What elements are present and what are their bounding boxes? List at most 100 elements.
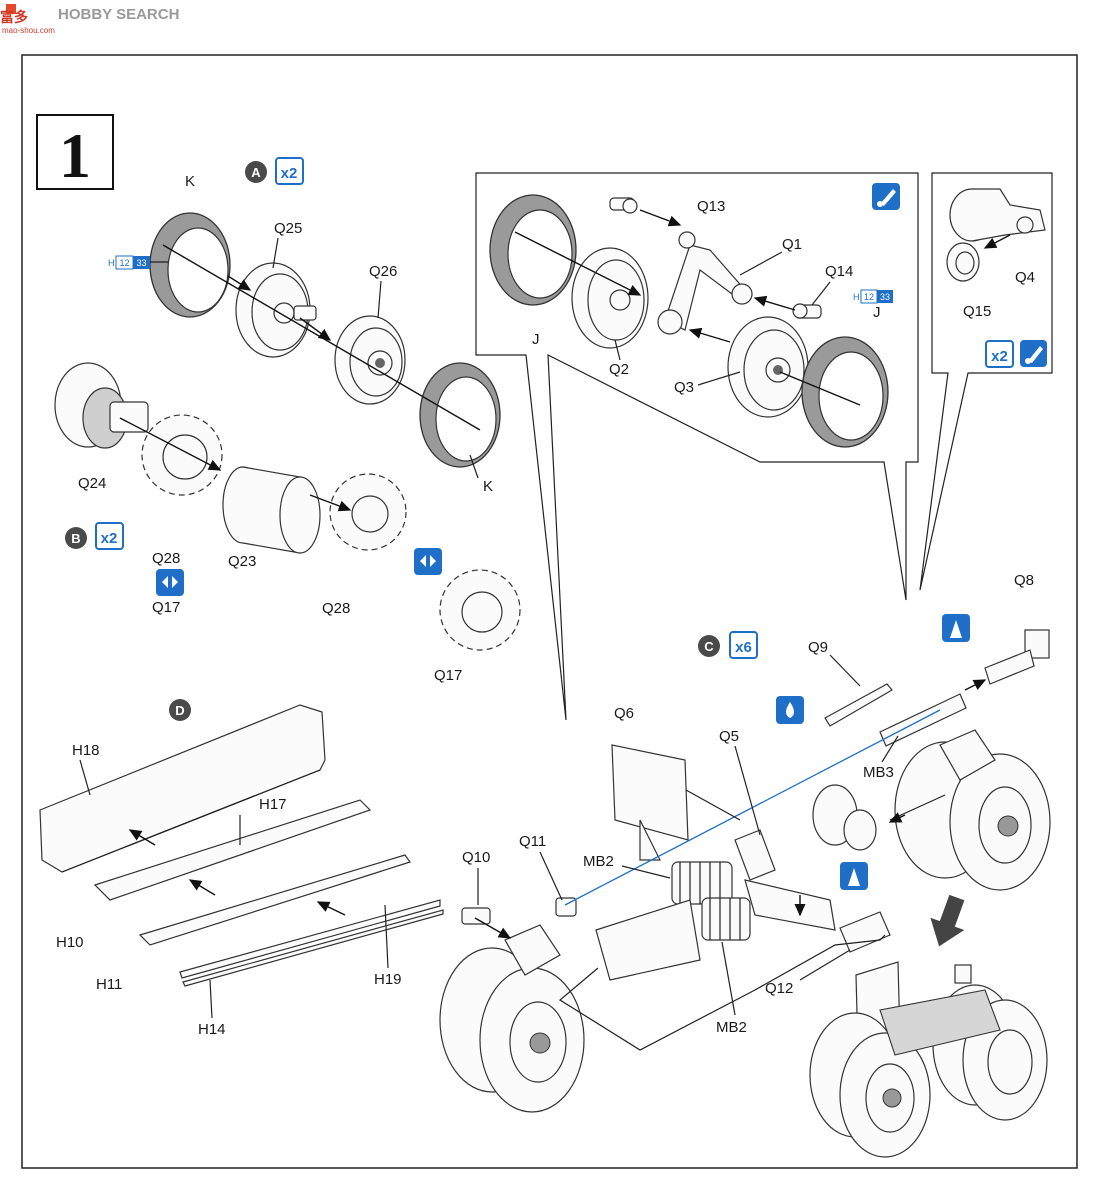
subassembly-c-letter: C	[704, 639, 714, 654]
label-h14: H14	[198, 1021, 226, 1038]
label-q10: Q10	[462, 849, 490, 866]
label-q25: Q25	[274, 220, 302, 237]
subassembly-a-letter: A	[251, 165, 261, 180]
label-q12: Q12	[765, 980, 793, 997]
label-mb2-b: MB2	[716, 1019, 747, 1036]
page-frame	[21, 54, 1078, 1169]
label-k-bottom: K	[483, 478, 493, 495]
subassembly-c-badge: C x6	[698, 631, 758, 659]
callout-box-q4	[919, 172, 1053, 591]
wheel-q2	[571, 247, 649, 349]
subassembly-a-badge: A x2	[245, 157, 304, 185]
arrow-h11	[188, 879, 216, 896]
arrow-h19	[316, 901, 346, 916]
label-q8: Q8	[1014, 572, 1034, 589]
finished-bogie	[809, 961, 1048, 1158]
svg-text:12: 12	[119, 258, 129, 268]
label-q1: Q1	[782, 236, 802, 253]
label-h19: H19	[374, 971, 402, 988]
svg-text:12: 12	[864, 292, 874, 302]
arrow-right-wheel	[888, 812, 906, 823]
rail-h19	[179, 899, 441, 979]
road-wheel-right	[894, 729, 1051, 891]
road-wheel-left	[439, 924, 585, 1113]
bracket-q6	[611, 744, 689, 861]
label-q2: Q2	[609, 361, 629, 378]
plate-q9	[824, 683, 893, 727]
label-q13: Q13	[697, 198, 725, 215]
pin-q14	[792, 303, 822, 319]
color-ref-k: H 12 33	[108, 255, 168, 270]
label-q26: Q26	[369, 263, 397, 280]
arrow-q25-q26	[299, 317, 332, 341]
drum-q23	[222, 466, 321, 554]
arrow-q23-q28	[309, 494, 352, 512]
label-q9: Q9	[808, 639, 828, 656]
label-h10: H10	[56, 934, 84, 951]
fender-h10	[93, 799, 372, 901]
assembly-axis-a	[162, 244, 481, 431]
label-q14: Q14	[825, 263, 853, 280]
arrow-q3	[688, 327, 731, 343]
color-ref-j: H 12 33	[853, 289, 893, 304]
arrow-q8	[964, 679, 987, 691]
watermark-glyphs: 富多	[0, 9, 28, 25]
swing-arm-q1	[657, 231, 753, 335]
arrow-q10	[474, 917, 512, 939]
part-q4	[949, 188, 1046, 242]
bogie-beam	[595, 784, 877, 981]
label-mb3: MB3	[863, 764, 894, 781]
label-h17: H17	[259, 796, 287, 813]
drop-icon	[776, 696, 804, 724]
sprocket-q28-a	[141, 414, 223, 496]
fender-h18	[39, 704, 326, 873]
assembly-outline	[558, 934, 886, 1051]
pin-q10	[461, 907, 491, 925]
plate-q12	[839, 911, 891, 953]
subassembly-b-mult: x2	[101, 530, 118, 547]
glue-icon	[872, 183, 900, 210]
label-h11: H11	[96, 976, 122, 993]
subassembly-c-mult: x6	[735, 639, 752, 656]
callout-right-mult: x2	[991, 348, 1008, 365]
cement-icon-2	[840, 862, 868, 890]
watermark-brand: HOBBY SEARCH	[58, 6, 179, 23]
svg-text:33: 33	[136, 258, 146, 268]
tire-k-bottom	[419, 362, 501, 468]
step-number: 1	[59, 120, 91, 191]
label-q11: Q11	[519, 833, 546, 850]
label-q24: Q24	[78, 475, 106, 492]
label-q17-a: Q17	[152, 599, 180, 616]
subassembly-b-badge: B x2	[65, 522, 124, 550]
label-mb2-a: MB2	[583, 853, 614, 870]
arrow-j-q2	[514, 231, 642, 296]
label-q3: Q3	[674, 379, 694, 396]
wheel-q25	[235, 262, 317, 358]
subassembly-d-letter: D	[175, 703, 184, 718]
assembly-result-arrow-icon	[930, 894, 965, 947]
sprocket-q17	[439, 569, 521, 651]
label-q5: Q5	[719, 728, 739, 745]
sprocket-q28-b	[329, 473, 407, 551]
fender-h11	[138, 854, 411, 946]
label-q28-a: Q28	[152, 550, 180, 567]
subassembly-b-letter: B	[71, 531, 80, 546]
tire-j-left	[489, 194, 577, 306]
arrow-q15-q4	[983, 234, 1011, 249]
svg-text:33: 33	[880, 292, 890, 302]
label-q6: Q6	[614, 705, 634, 722]
label-k-top: K	[185, 173, 195, 190]
bracket-q8	[984, 629, 1050, 685]
label-j-right: J	[873, 304, 881, 321]
watermark: 富多 HOBBY SEARCH mao-shou.com	[0, 4, 179, 35]
shock-mb3	[879, 693, 967, 747]
glue-icon-2	[1020, 340, 1047, 367]
pin-q13	[609, 197, 638, 214]
svg-text:H: H	[108, 258, 115, 268]
arrow-h10	[128, 829, 156, 846]
axis-j-right	[779, 371, 861, 406]
spring-mb2-b	[701, 897, 751, 941]
label-h18: H18	[72, 742, 100, 759]
step-box: 1	[36, 114, 114, 191]
